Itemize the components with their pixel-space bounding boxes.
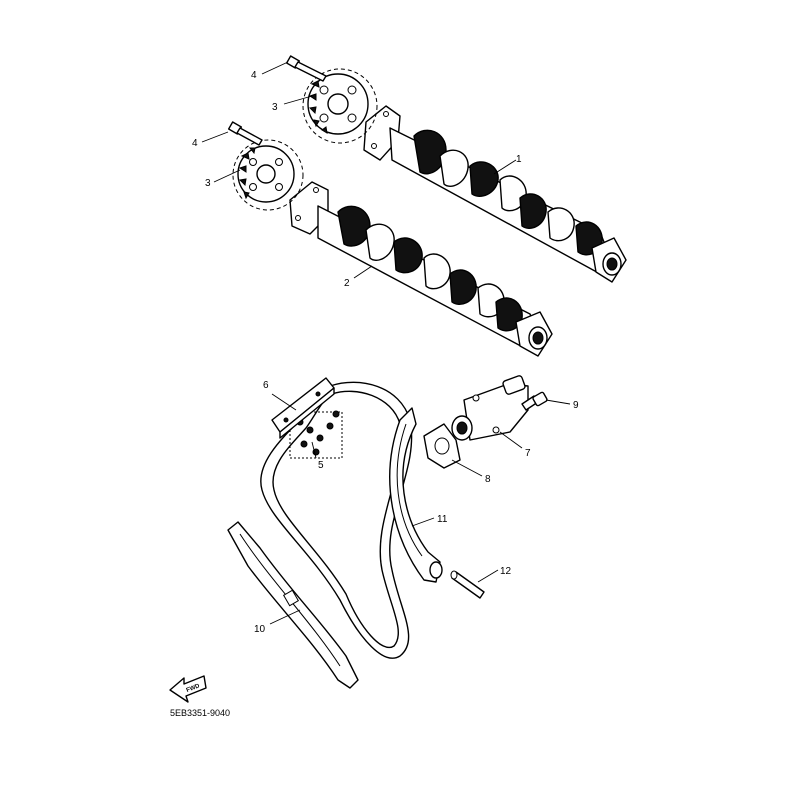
- callout-4-lower: 4: [192, 138, 198, 149]
- callout-4-upper: 4: [251, 70, 257, 81]
- callout-2: 2: [344, 278, 350, 289]
- guide-pin: [450, 570, 485, 599]
- fwd-label: FWD: [186, 683, 202, 694]
- camshaft-upper: [363, 105, 627, 283]
- tensioner-bolt: [521, 391, 548, 411]
- sprocket-lower: [232, 139, 304, 211]
- tensioner-gasket: [423, 423, 461, 469]
- leader-lines: [201, 61, 571, 625]
- callout-7: 7: [525, 448, 531, 459]
- part-code-label: 5EB3351-9040: [170, 708, 230, 718]
- callout-9: 9: [573, 400, 579, 411]
- callout-3-upper: 3: [272, 102, 278, 113]
- chain-guide-tensioner-side: [389, 407, 443, 583]
- callout-1: 1: [516, 154, 522, 165]
- callout-5: 5: [318, 460, 324, 471]
- sprocket-upper: [302, 68, 378, 144]
- bolt-upper: [285, 55, 327, 82]
- chain-guide-exhaust-side: [227, 521, 359, 689]
- callout-3-lower: 3: [205, 178, 211, 189]
- chain-tensioner: [451, 375, 529, 441]
- callout-labels: 1 2 3 3 4 4 5 6 7 8 9 10 11 12: [192, 70, 579, 635]
- callout-10: 10: [254, 624, 266, 635]
- callout-11: 11: [437, 514, 448, 525]
- forward-arrow-icon: FWD: [169, 675, 207, 703]
- callout-8: 8: [485, 474, 491, 485]
- camshaft-lower: [289, 181, 553, 357]
- callout-12: 12: [500, 566, 512, 577]
- callout-6: 6: [263, 380, 269, 391]
- chain-guide-upper: [271, 377, 335, 439]
- bolt-lower: [227, 121, 263, 146]
